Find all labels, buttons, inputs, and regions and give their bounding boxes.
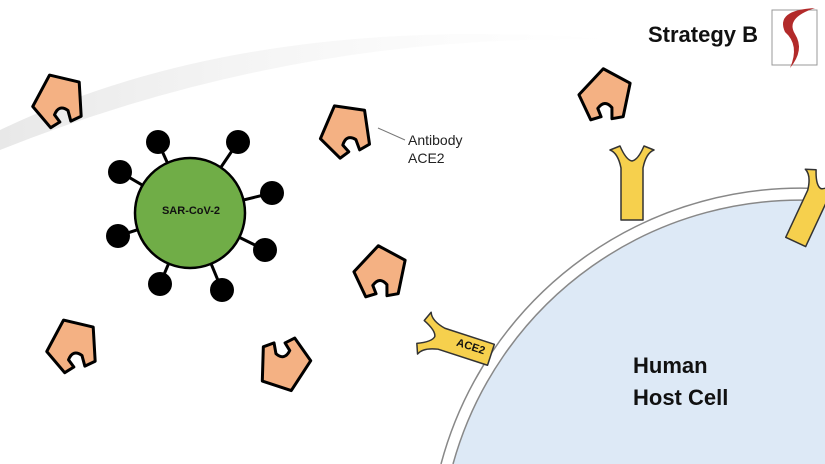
antibody: [40, 313, 102, 377]
antibody: [575, 65, 633, 125]
antibody-callout-line1: Antibody: [408, 132, 463, 148]
background-swoosh: [0, 34, 620, 150]
cell-label: Human Host Cell: [633, 350, 728, 414]
antibody-callout-line2: ACE2: [408, 150, 445, 166]
host-cell: [440, 187, 825, 464]
virus: [106, 130, 284, 302]
virus-label: SAR-CoV-2: [161, 205, 221, 217]
ace2-receptor: [609, 145, 655, 221]
cell-label-line2: Host Cell: [633, 385, 729, 410]
logo: [771, 8, 818, 68]
antibody: [350, 242, 408, 302]
slide-title: Strategy B: [648, 22, 759, 47]
callout-line: [377, 127, 406, 141]
antibody: [311, 97, 377, 164]
cell-label-line1: Human: [633, 353, 708, 378]
antibody: [257, 335, 315, 395]
antibody-callout: Antibody ACE2: [408, 131, 462, 167]
